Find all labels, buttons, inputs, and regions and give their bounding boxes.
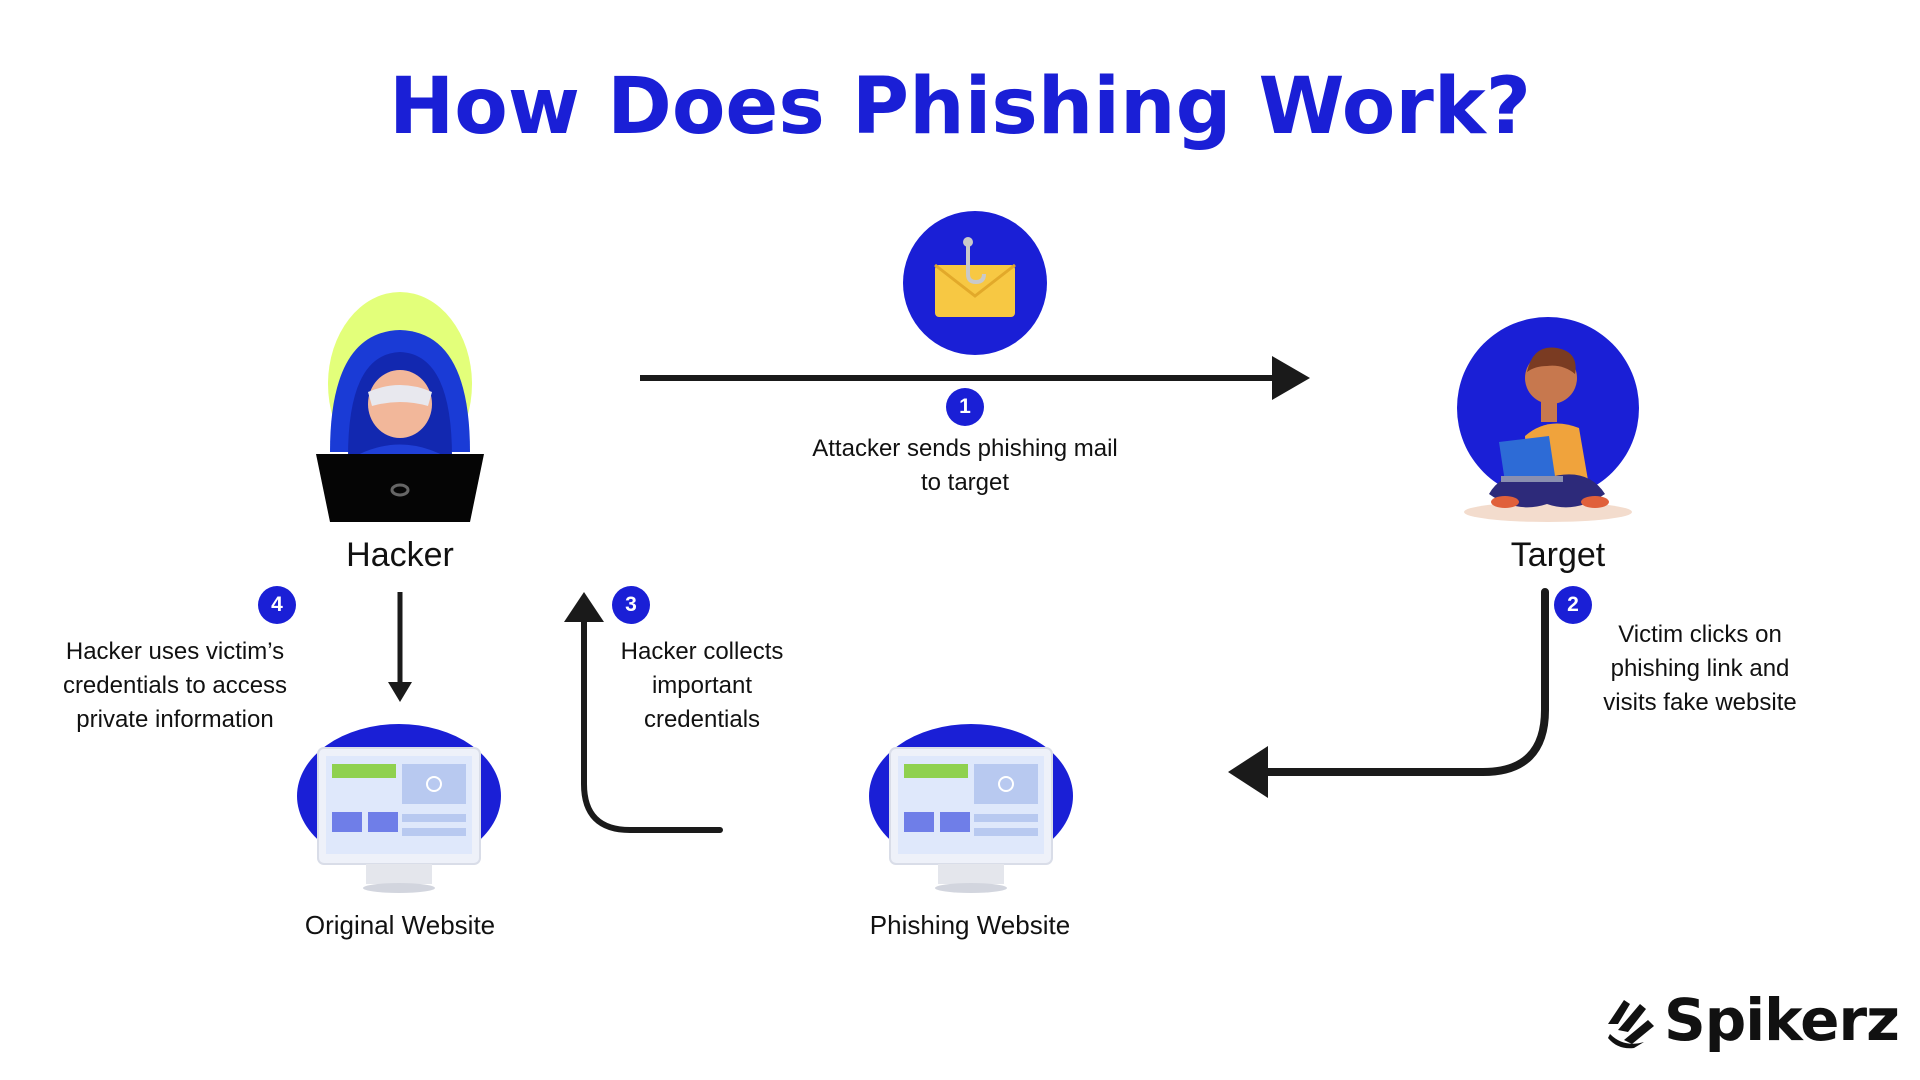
step-1-text: Attacker sends phishing mail to target [760,432,1170,500]
spikerz-logo-icon [1608,1000,1654,1049]
phishing-website-label: Phishing Website [869,910,1071,940]
step-3-text: Hacker collects important credentials [600,635,804,737]
step-1-badge: 1 [946,388,984,426]
page-title: How Does Phishing Work? [389,62,1531,152]
step-3-line: Hacker collects [620,638,784,665]
hacker-icon [316,292,484,522]
step-3-line: credentials [643,706,761,733]
arrow-step-3 [564,592,723,833]
original-website-icon [297,724,501,893]
brand-name: Spikerz [1664,986,1900,1054]
step-3-line: important [651,672,753,699]
arrow-step-1 [640,356,1310,400]
arrow-step-4 [388,592,412,702]
step-2-line: visits fake website [1603,689,1797,716]
step-2-text: Victim clicks on phishing link and visit… [1580,618,1820,720]
step-1-line: to target [920,469,1010,496]
step-4-line: Hacker uses victim’s [65,638,285,665]
step-2-line: Victim clicks on [1618,621,1782,648]
phishing-mail-icon [903,211,1047,355]
step-3-badge: 3 [612,586,650,624]
hacker-label: Hacker [346,536,454,574]
step-4-text: Hacker uses victim’s credentials to acce… [40,635,310,737]
step-4-line: credentials to access [62,672,288,699]
original-website-label: Original Website [304,910,496,940]
target-icon [1457,317,1639,522]
step-1-line: Attacker sends phishing mail [812,435,1118,462]
step-4-line: private information [76,706,274,733]
step-4-badge: 4 [258,586,296,624]
arrow-step-2 [1228,588,1549,798]
step-2-badge: 2 [1554,586,1592,624]
phishing-website-icon [869,724,1073,893]
target-label: Target [1510,536,1606,574]
step-2-line: phishing link and [1610,655,1790,682]
